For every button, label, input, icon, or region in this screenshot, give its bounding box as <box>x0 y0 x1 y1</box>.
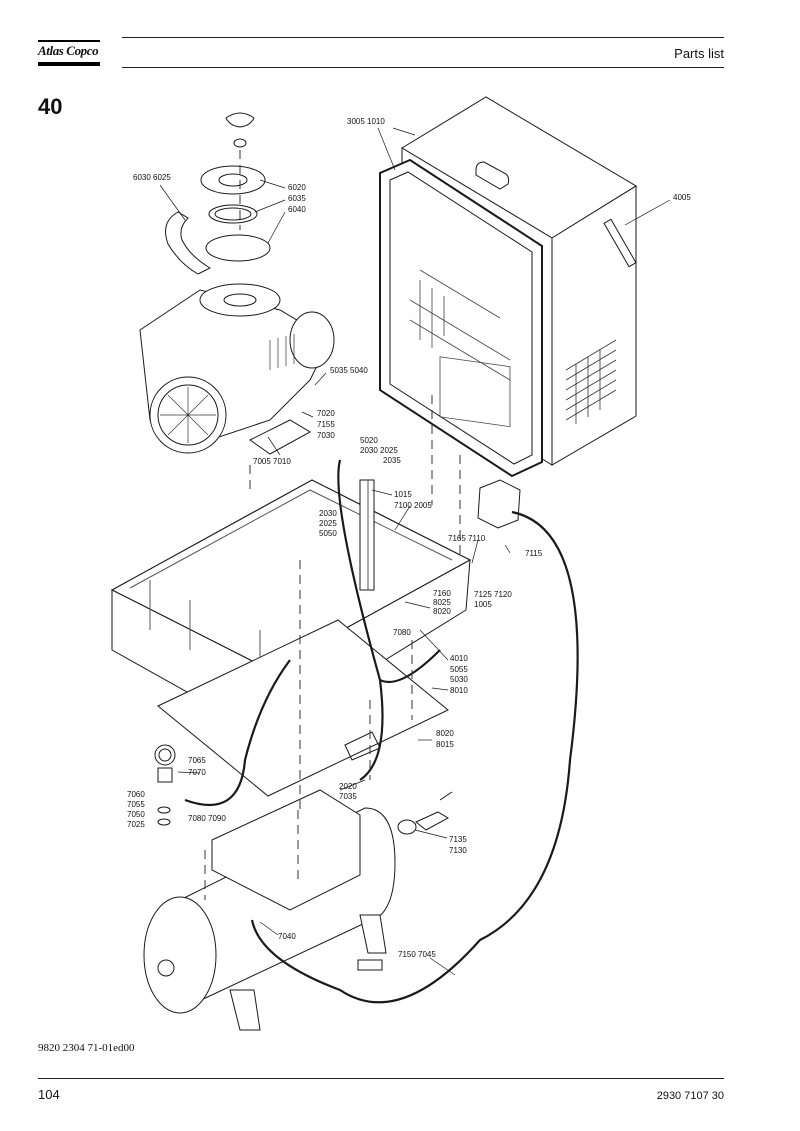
atlas-copco-logo: Atlas Copco <box>38 40 100 66</box>
callout-6035: 6035 <box>288 194 306 203</box>
air-receiver-tank <box>143 789 396 1031</box>
callout-2025: 2025 <box>319 519 337 528</box>
header-rule-top <box>122 37 724 38</box>
callout-6020: 6020 <box>288 183 306 192</box>
callout-7080-upper: 7080 <box>393 628 411 637</box>
callout-7005-7010: 7005 7010 <box>253 457 291 466</box>
header-rule-bottom <box>122 67 724 68</box>
callout-8025: 8025 <box>433 598 451 607</box>
logo-bar-top <box>38 40 100 42</box>
footer-rule <box>38 1078 724 1079</box>
callout-7135: 7135 <box>449 835 467 844</box>
assembly-centerlines <box>204 150 461 900</box>
callout-6040: 6040 <box>288 205 306 214</box>
callout-2035: 2035 <box>383 456 401 465</box>
callout-5020: 5020 <box>360 436 378 445</box>
callout-7080-7090: 7080 7090 <box>188 814 226 823</box>
callout-7100-2005: 7100 2005 <box>394 501 432 510</box>
document-reference: 9820 2304 71-01ed00 <box>38 1042 135 1054</box>
drain-valve <box>397 791 453 835</box>
callout-7055: 7055 <box>127 800 145 809</box>
callout-8015: 8015 <box>436 740 454 749</box>
callout-3005-1010: 3005 1010 <box>347 117 385 126</box>
compressor-motor <box>139 283 335 455</box>
callout-7165-7110: 7165 7110 <box>448 534 486 543</box>
callout-7130: 7130 <box>449 846 467 855</box>
callout-4005: 4005 <box>673 193 691 202</box>
callout-5030: 5030 <box>450 675 468 684</box>
callout-7070: 7070 <box>188 768 206 777</box>
callout-7020: 7020 <box>317 409 335 418</box>
callout-2030: 2030 <box>319 509 337 518</box>
callout-7125-7120: 7125 7120 <box>474 590 512 599</box>
callout-7065: 7065 <box>188 756 206 765</box>
page-number: 104 <box>38 1087 60 1102</box>
gauge-assembly <box>154 744 176 826</box>
air-filter-assembly <box>165 112 271 275</box>
callout-7050: 7050 <box>127 810 145 819</box>
callout-4010: 4010 <box>450 654 468 663</box>
callout-7160: 7160 <box>433 589 451 598</box>
callout-2020: 2020 <box>339 782 357 791</box>
callout-7035: 7035 <box>339 792 357 801</box>
callout-7030: 7030 <box>317 431 335 440</box>
logo-wordmark: Atlas Copco <box>38 43 99 58</box>
callout-7060: 7060 <box>127 790 145 799</box>
callout-1015: 1015 <box>394 490 412 499</box>
callout-5050: 5050 <box>319 529 337 538</box>
vertical-support <box>359 479 375 591</box>
callout-2030-2025: 2030 2025 <box>360 446 398 455</box>
callout-5035-5040: 5035 5040 <box>330 366 368 375</box>
logo-bar-bottom <box>38 62 100 66</box>
callout-labels: 3005 1010 4005 6030 6025 6020 6035 6040 … <box>127 117 691 959</box>
cabinet-door-frame <box>379 158 543 478</box>
callout-leaders <box>159 127 671 976</box>
callout-7040: 7040 <box>278 932 296 941</box>
section-number: 40 <box>38 94 63 119</box>
air-hoses <box>184 459 579 1004</box>
page-header-title: Parts list <box>674 46 724 61</box>
callout-7115: 7115 <box>525 549 543 558</box>
pressure-switch <box>477 479 521 529</box>
callout-8020-upper: 8020 <box>433 607 451 616</box>
callout-7150-7045: 7150 7045 <box>398 950 436 959</box>
callout-1005: 1005 <box>474 600 492 609</box>
callout-5055: 5055 <box>450 665 468 674</box>
callout-7155: 7155 <box>317 420 335 429</box>
callout-8020-lower: 8020 <box>436 729 454 738</box>
callout-7025: 7025 <box>127 820 145 829</box>
document-number: 2930 7107 30 <box>656 1090 724 1102</box>
callout-6030-6025: 6030 6025 <box>133 173 171 182</box>
callout-8010: 8010 <box>450 686 468 695</box>
